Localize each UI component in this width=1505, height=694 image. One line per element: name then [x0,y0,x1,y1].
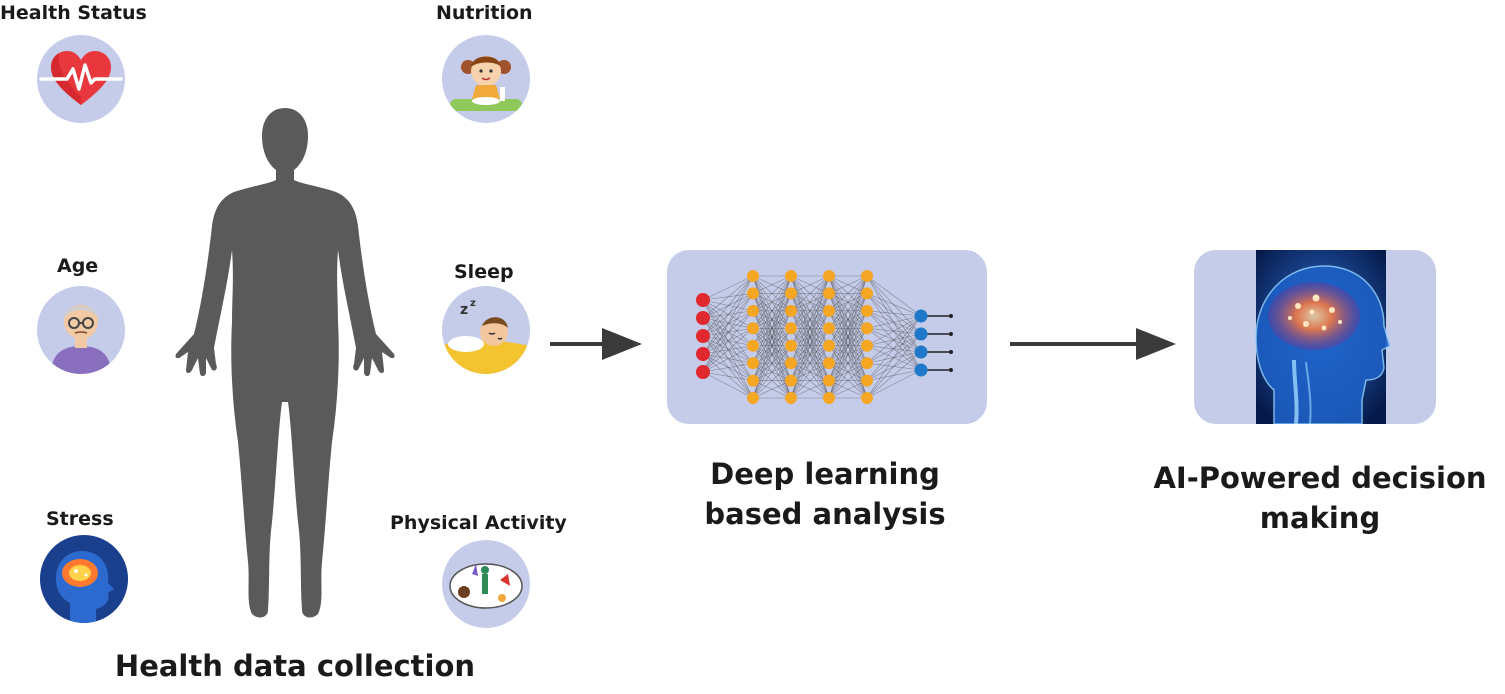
decision-caption: AI-Powered decision making [1140,458,1500,538]
hidden-node [785,270,797,282]
hidden-node [747,304,759,317]
output-terminal [949,314,953,318]
hidden-node [823,339,835,352]
analysis-caption-line2: based analysis [704,497,946,531]
hidden-node [785,392,797,404]
network-connections [702,275,922,399]
hidden-node [861,304,873,317]
output-node [914,363,928,377]
output-node [914,327,928,341]
hidden-node [747,287,759,300]
hidden-node [747,374,759,387]
hidden-node [747,339,759,352]
input-node [696,293,710,307]
analysis-caption-line1: Deep learning [710,457,940,491]
collection-caption: Health data collection [114,649,476,683]
hidden-node [823,392,835,404]
hidden-node [747,322,759,335]
hidden-node [747,270,759,282]
output-node [914,345,928,359]
health-status-label: Health Status [0,2,147,24]
stress-label: Stress [46,508,114,530]
hidden-node [823,374,835,387]
output-terminal [949,350,953,354]
analysis-caption: Deep learning based analysis [640,454,1010,534]
physical-activity-label: Physical Activity [390,512,567,534]
elderly-person-icon [37,286,125,374]
sleeping-person-icon: z z [442,286,530,374]
decision-caption-line2: making [1259,501,1381,535]
output-terminal [949,368,953,372]
input-node [696,311,710,325]
hidden-node [785,339,797,352]
hidden-node [823,270,835,282]
hidden-node [861,392,873,404]
svg-text:z: z [460,302,468,318]
girl-eating-icon [442,35,530,123]
hidden-node [785,322,797,335]
heart-pulse-icon [37,35,125,123]
hidden-node [861,339,873,352]
hidden-node [823,322,835,335]
hidden-node [861,322,873,335]
hidden-node [861,374,873,387]
neural-network-icon [696,270,953,404]
hidden-node [861,287,873,300]
sleep-label: Sleep [454,261,514,283]
hidden-node [747,357,759,370]
hidden-node [823,304,835,317]
input-node [696,329,710,343]
output-node [914,309,928,323]
decision-caption-line1: AI-Powered decision [1153,461,1487,495]
ai-brain-head-icon [1255,250,1391,424]
hidden-node [861,357,873,370]
nutrition-label: Nutrition [436,2,533,24]
arrow-to-decision-icon [1010,328,1176,360]
glowing-brain-head-icon [40,535,128,623]
hidden-node [785,374,797,387]
hidden-node [861,270,873,282]
hidden-node [747,392,759,404]
sports-activity-icon [442,540,530,628]
hidden-node [823,287,835,300]
input-node [696,347,710,361]
hidden-node [823,357,835,370]
neural-network-panel [667,250,987,424]
human-silhouette-icon [175,108,395,618]
svg-text:z: z [470,298,476,309]
arrow-to-analysis-icon [550,328,642,360]
ai-brain-panel [1194,250,1436,424]
age-label: Age [57,255,99,277]
hidden-node [785,287,797,300]
output-terminal [949,332,953,336]
input-node [696,365,710,379]
hidden-node [785,304,797,317]
hidden-node [785,357,797,370]
